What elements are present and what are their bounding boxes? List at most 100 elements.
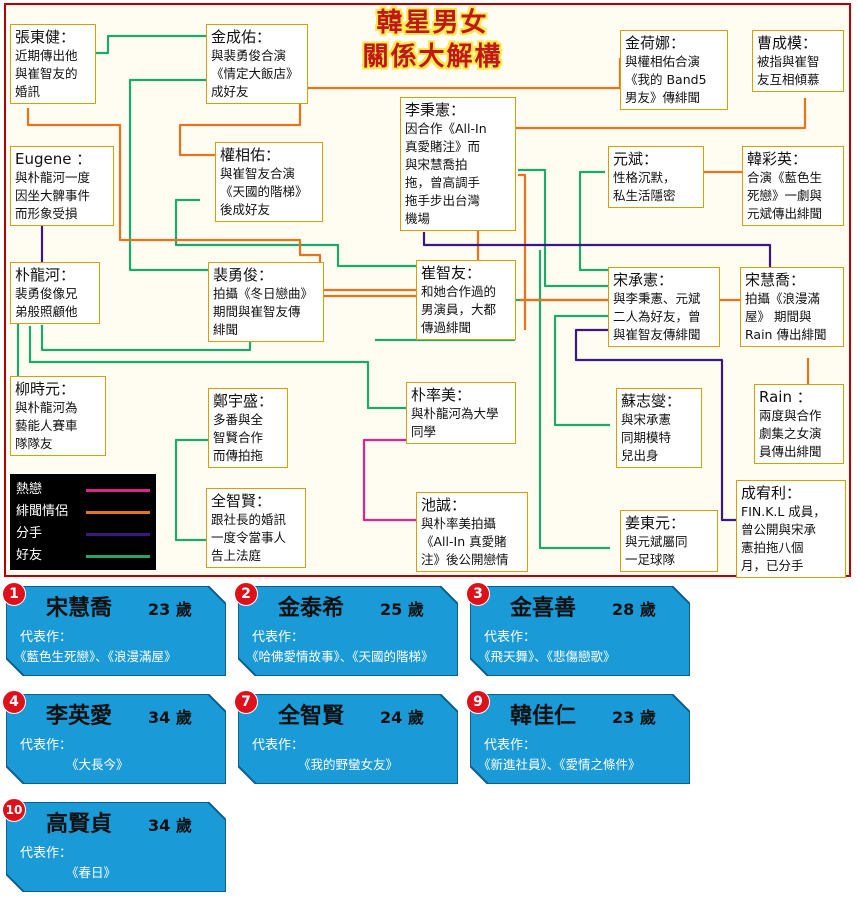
- card-works-label: 代表作：: [252, 738, 305, 753]
- node-desc: 機場: [405, 211, 431, 226]
- node-desc: 成好友: [211, 84, 249, 99]
- diagram-title: 韓星男女 關係大解構: [345, 6, 520, 74]
- node-name: 柳時元：: [15, 380, 76, 398]
- card-number: 4: [2, 690, 26, 714]
- node-name: 池誠：: [421, 496, 467, 514]
- card-background: [6, 802, 226, 892]
- node-chi: 池誠： 與朴率美拍攝 《All-In 真愛賭 注》後公開戀情: [416, 492, 528, 572]
- node-choi: 崔智友： 和她合作過的 男演員，大都 傳過緋聞: [416, 260, 516, 340]
- card-age: 23 歲: [612, 708, 656, 727]
- node-desc: 《All-In 真愛賭: [421, 534, 507, 549]
- actress-card: 1 宋慧喬 23 歲 代表作： 《藍色生死戀》、《浪漫滿屋》: [2, 582, 226, 676]
- node-name: 金成佑：: [211, 28, 272, 46]
- node-desc: 拍攝《浪漫滿: [745, 291, 821, 306]
- card-background: [6, 694, 226, 784]
- node-name: 宋承憲：: [613, 271, 674, 289]
- node-name: 蘇志燮：: [621, 392, 682, 410]
- node-desc: 同期模特: [621, 430, 672, 445]
- node-lee: 李秉憲： 因合作《All-In 真愛賭注》而 與宋慧喬拍 拖，曾高調手 拖手步出…: [400, 97, 516, 231]
- actress-card: 9 韓佳仁 23 歲 代表作： 《新進社員》、《愛情之條件》: [466, 690, 690, 784]
- card-name: 金喜善: [510, 596, 577, 621]
- node-song-hk: 宋慧喬： 拍攝《浪漫滿 屋》 期間與 Rain 傳出緋聞: [740, 267, 844, 347]
- legend-swatch-rumor: [86, 511, 150, 514]
- node-desc: 私生活隱密: [613, 188, 676, 203]
- card-background: [470, 586, 690, 676]
- card-age: 24 歲: [380, 708, 424, 727]
- node-name: 朴率美：: [411, 386, 472, 404]
- node-desc: 拍攝《冬日戀曲》: [213, 286, 314, 301]
- node-desc: 緋聞: [213, 322, 239, 337]
- node-name: 崔智友：: [421, 264, 482, 282]
- node-desc: 多番與全: [213, 412, 264, 427]
- node-park-sm: 朴率美： 與朴龍河為大學 同學: [406, 382, 516, 444]
- node-liu: 柳時元： 與朴龍河為 藝能人賽車 隊隊友: [10, 376, 106, 456]
- node-desc: 和她合作過的: [421, 284, 497, 299]
- card-age: 23 歲: [148, 600, 192, 619]
- node-desc: 真愛賭注》而: [405, 139, 481, 154]
- legend-item-breakup: 分手: [16, 524, 150, 544]
- card-works: 《新進社員》、《愛情之條件》: [478, 757, 641, 772]
- node-name: 裴勇俊：: [213, 266, 274, 284]
- node-desc: 而形象受損: [15, 206, 78, 221]
- node-name: 張東健：: [15, 28, 76, 46]
- node-desc: 拖，曾高調手: [405, 175, 481, 190]
- node-desc: 傳過緋聞: [421, 320, 472, 335]
- node-su: 蘇志燮： 與宋承憲 同期模特 兒出身: [616, 388, 702, 468]
- node-name: 權相佑：: [220, 146, 281, 164]
- node-desc: 同學: [411, 424, 437, 439]
- node-desc: 與李秉憲、元斌: [613, 291, 701, 306]
- node-desc: 與朴率美拍攝: [421, 516, 497, 531]
- card-works-label: 代表作：: [484, 630, 537, 645]
- node-desc: 裴勇俊像兄: [15, 286, 78, 301]
- node-desc: 員傳出緋聞: [759, 444, 822, 459]
- node-name: 李秉憲：: [405, 101, 466, 119]
- node-desc: 性格沉默，: [613, 170, 676, 185]
- node-name: 姜東元：: [625, 514, 686, 532]
- node-desc: 弟般照顧他: [15, 304, 78, 319]
- node-jinhena: 金荷娜： 與權相佑合演 《我的 Band5 男友》傳緋聞: [620, 30, 728, 110]
- node-zhang: 張東健： 近期傳出他 與崔智友的 婚訊: [10, 24, 96, 104]
- card-number: 3: [466, 582, 490, 606]
- node-desc: 與朴龍河一度: [15, 170, 91, 185]
- card-age: 28 歲: [612, 600, 656, 619]
- node-jincheng: 金成佑： 與裴勇俊合演 《情定大飯店》 成好友: [206, 24, 308, 104]
- node-desc: 《天國的階梯》: [220, 184, 308, 199]
- legend-label: 好友: [16, 548, 43, 563]
- card-works-label: 代表作：: [484, 738, 537, 753]
- node-rain: Rain ： 兩度與合作 劇集之女演 員傳出緋聞: [754, 384, 844, 464]
- node-desc: 藝能人賽車: [15, 418, 78, 433]
- card-works: 《大長今》: [66, 757, 129, 772]
- node-desc: 隊隊友: [15, 436, 53, 451]
- node-desc: 男演員，大都: [421, 302, 497, 317]
- node-desc: 屋》 期間與: [745, 309, 812, 324]
- node-desc: 與宋慧喬拍: [405, 157, 468, 172]
- node-name: 朴龍河：: [15, 266, 76, 284]
- card-age: 25 歲: [380, 600, 424, 619]
- node-name: 曹成模：: [757, 34, 818, 52]
- node-desc: 曾公開與宋承: [741, 522, 817, 537]
- node-desc: 與元斌屬同: [625, 534, 688, 549]
- card-number: 10: [2, 798, 26, 822]
- legend-item-friend: 好友: [16, 546, 150, 566]
- node-desc: 後成好友: [220, 202, 271, 217]
- node-jeon: 全智賢： 跟社長的婚訊 一度令當事人 告上法庭: [206, 488, 306, 568]
- node-desc: 二人為好友，曾: [613, 309, 701, 324]
- card-name: 高賢貞: [46, 812, 113, 837]
- card-works-label: 代表作：: [20, 846, 73, 861]
- node-desc: 告上法庭: [211, 548, 262, 563]
- node-desc: 與朴龍河為: [15, 400, 78, 415]
- actress-card: 10 高賢貞 34 歲 代表作： 《春日》: [2, 798, 226, 892]
- card-background: [6, 586, 226, 676]
- node-desc: 因坐大髀事件: [15, 188, 91, 203]
- card-works-label: 代表作：: [20, 630, 73, 645]
- node-zheng: 鄭宇盛： 多番與全 智賢合作 而傳拍拖: [208, 388, 288, 468]
- card-name: 金泰希: [278, 596, 345, 621]
- card-works: 《哈佛愛情故事》、《天國的階梯》: [246, 649, 434, 664]
- node-desc: 拖手步出台灣: [405, 193, 481, 208]
- card-works: 《春日》: [66, 865, 117, 880]
- node-desc: 智賢合作: [213, 430, 264, 445]
- node-desc: 被指與崔智: [757, 54, 820, 69]
- actress-card: 4 李英愛 34 歲 代表作： 《大長今》: [2, 690, 226, 784]
- node-desc: 《情定大飯店》: [211, 66, 299, 81]
- card-age: 34 歲: [148, 816, 192, 835]
